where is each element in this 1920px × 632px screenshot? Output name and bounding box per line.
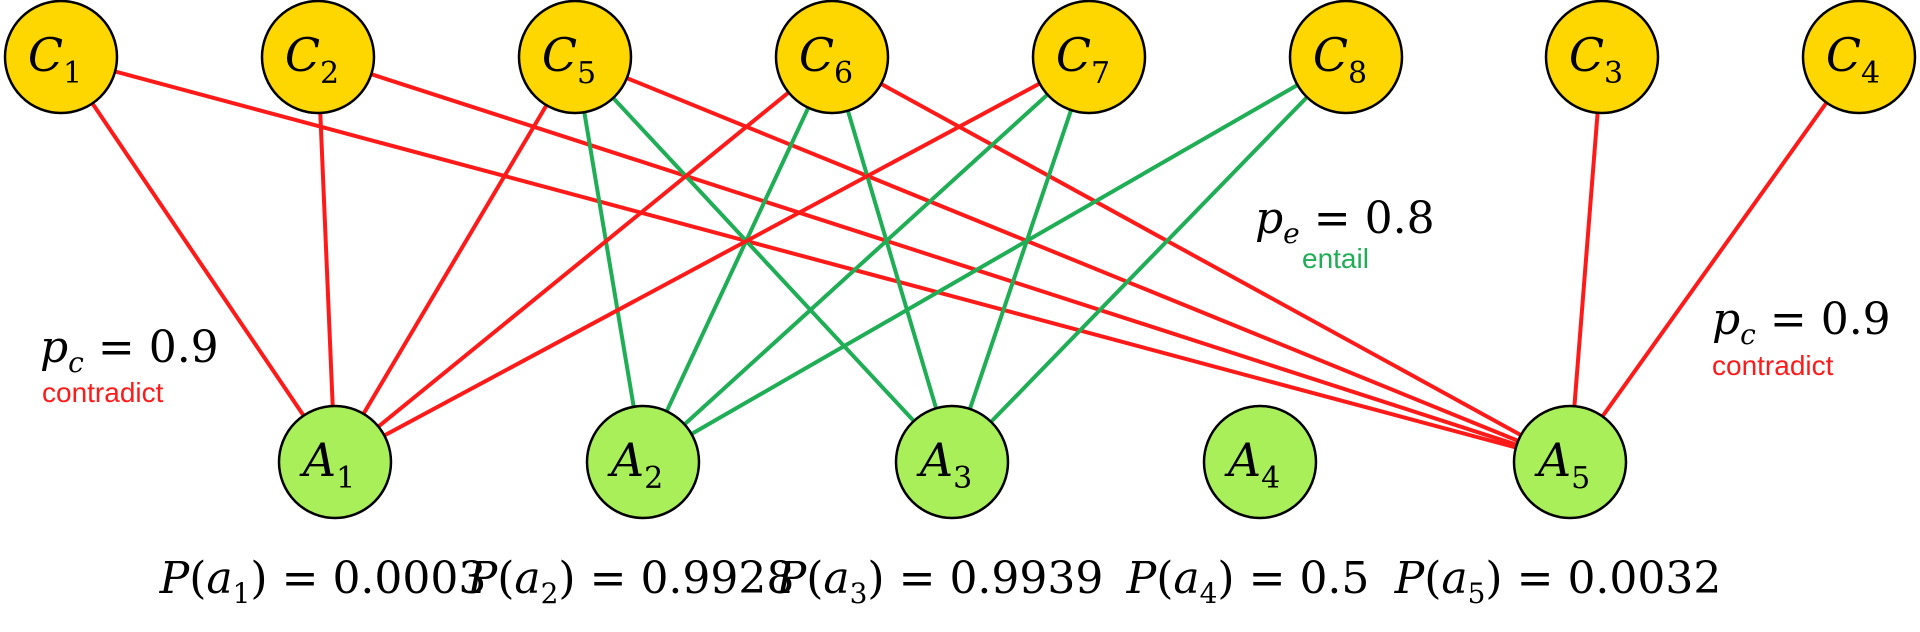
edge-contradict-c2-a5 <box>369 72 1519 447</box>
edge-entail-c7-a2 <box>682 92 1050 427</box>
edge-contradict-c7-a1 <box>382 81 1042 438</box>
claim-node-c4: C4 <box>1801 0 1917 115</box>
answer-circle <box>585 404 701 520</box>
edge-contradict-c6-a1 <box>376 90 791 429</box>
entail-annotation: pe = 0.8 entail <box>1255 193 1435 274</box>
edge-entail-c6-a3 <box>845 108 939 411</box>
answer-label: A2 <box>607 433 663 496</box>
answer-node-a5: A5 <box>1512 404 1628 520</box>
edge-contradict-c4-a5 <box>1600 100 1829 419</box>
probability-a1: P(a1) = 0.0003 <box>159 553 487 610</box>
answer-node-a2: A2 <box>585 404 701 520</box>
claim-label: C7 <box>1056 28 1110 91</box>
claim-node-c6: C6 <box>774 0 890 115</box>
edge-entail-c7-a3 <box>967 108 1074 411</box>
right-annotation-formula: pc = 0.9 <box>1712 294 1891 351</box>
probability-a4: P(a4) = 0.5 <box>1126 553 1370 610</box>
probability-a5: P(a5) = 0.0032 <box>1394 553 1722 610</box>
claim-circle <box>260 0 376 115</box>
claim-node-c1: C1 <box>3 0 119 115</box>
claim-circle <box>1544 0 1660 115</box>
left-contradict-annotation: pc = 0.9 contradict <box>40 322 219 408</box>
claim-circle <box>3 0 119 115</box>
entail-annotation-formula: pe = 0.8 <box>1255 193 1435 250</box>
claim-node-c3: C3 <box>1544 0 1660 115</box>
right-contradict-annotation: pc = 0.9 contradict <box>1712 294 1891 381</box>
claim-circle <box>1031 0 1147 115</box>
claim-node-c8: C8 <box>1288 0 1404 115</box>
claim-circle <box>774 0 890 115</box>
answer-label: A4 <box>1224 433 1280 496</box>
claim-circle <box>517 0 633 115</box>
right-annotation-label: contradict <box>1712 350 1834 381</box>
edges-layer <box>90 69 1829 450</box>
claim-node-c2: C2 <box>260 0 376 115</box>
edge-contradict-c2-a1 <box>318 111 335 408</box>
answer-circle <box>894 404 1010 520</box>
probability-a3: P(a3) = 0.9939 <box>776 553 1104 610</box>
claim-circle <box>1801 0 1917 115</box>
answer-node-a3: A3 <box>894 404 1010 520</box>
edge-entail-c5-a3 <box>611 96 916 423</box>
edge-contradict-c3-a5 <box>1572 110 1600 409</box>
claim-label: C3 <box>1569 28 1623 91</box>
answer-label: A3 <box>916 433 972 496</box>
answer-label: A1 <box>299 433 355 496</box>
claim-label: C8 <box>1313 28 1367 91</box>
edge-entail-c8-a2 <box>689 83 1300 436</box>
claim-node-c7: C7 <box>1031 0 1147 115</box>
entail-annotation-label: entail <box>1302 243 1369 274</box>
left-annotation-label: contradict <box>42 377 164 408</box>
answer-circle <box>1512 404 1628 520</box>
answer-circle <box>1202 404 1318 520</box>
edge-entail-c6-a2 <box>664 105 811 414</box>
edge-contradict-c6-a5 <box>879 81 1523 438</box>
edge-contradict-c5-a5 <box>624 76 1521 443</box>
claim-label: C5 <box>542 28 596 91</box>
claim-label: C2 <box>285 28 339 91</box>
edge-entail-c5-a2 <box>582 110 636 409</box>
edge-contradict-c1-a5 <box>113 69 1518 450</box>
probability-a2: P(a2) = 0.9928 <box>467 553 795 610</box>
edge-contradict-c1-a1 <box>90 101 306 418</box>
claim-circle <box>1288 0 1404 115</box>
answer-label: A5 <box>1534 433 1590 496</box>
claim-node-c5: C5 <box>517 0 633 115</box>
answer-node-a4: A4 <box>1202 404 1318 520</box>
claim-label: C4 <box>1826 28 1880 91</box>
answer-circle <box>277 404 393 520</box>
claim-label: C6 <box>799 28 853 91</box>
answer-node-a1: A1 <box>277 404 393 520</box>
claim-label: C1 <box>28 28 82 91</box>
edge-entail-c8-a3 <box>989 95 1309 424</box>
edge-contradict-c5-a1 <box>361 103 549 416</box>
left-annotation-formula: pc = 0.9 <box>40 322 219 379</box>
